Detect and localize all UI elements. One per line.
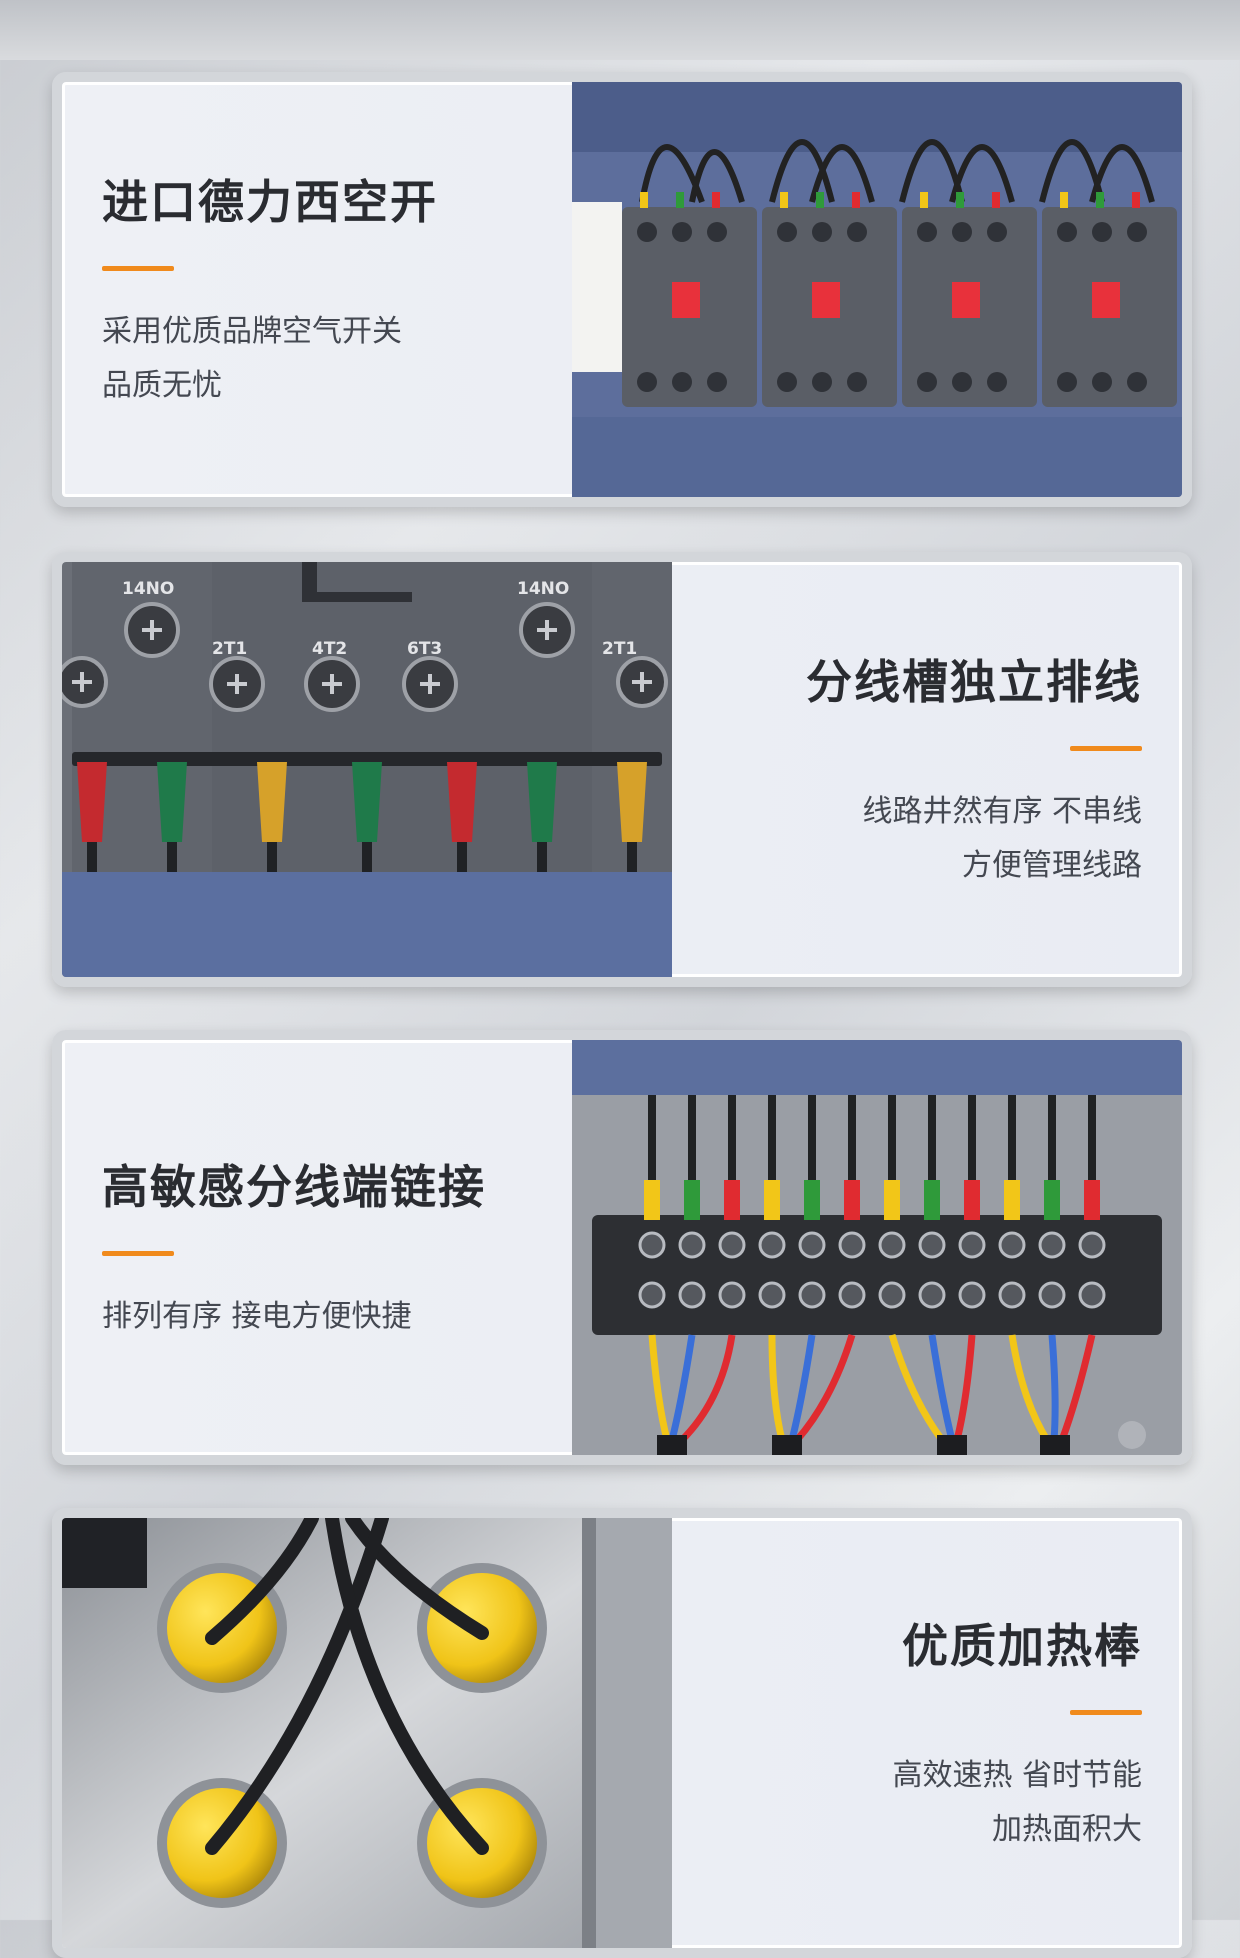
feature-desc-line: 高效速热 省时节能 bbox=[892, 1757, 1142, 1793]
top-background-strip bbox=[0, 0, 1240, 60]
terminal-block-image bbox=[572, 1040, 1182, 1455]
feature-title: 高敏感分线端链接 bbox=[102, 1160, 486, 1214]
accent-bar bbox=[102, 1251, 174, 1256]
accent-bar bbox=[1070, 1709, 1142, 1715]
feature-title: 优质加热棒 bbox=[902, 1618, 1142, 1673]
accent-bar bbox=[1070, 746, 1142, 751]
feature-text-1: 进口德力西空开 采用优质品牌空气开关 品质无忧 bbox=[102, 82, 622, 497]
feature-desc-line: 加热面积大 bbox=[992, 1811, 1142, 1847]
feature-desc-line: 线路井然有序 不串线 bbox=[862, 794, 1142, 829]
feature-desc-line: 品质无忧 bbox=[102, 368, 222, 403]
feature-card-4: 优质加热棒 高效速热 省时节能 加热面积大 bbox=[52, 1508, 1192, 1958]
feature-desc-line: 方便管理线路 bbox=[962, 848, 1142, 883]
terminal-label: 14NO bbox=[517, 579, 569, 599]
terminal-label: 14NO bbox=[122, 579, 174, 599]
terminal-label: 4T2 bbox=[312, 639, 347, 659]
feature-text-2: 分线槽独立排线 线路井然有序 不串线 方便管理线路 bbox=[622, 562, 1142, 977]
terminal-closeup-image: 14NO 2T1 4T2 6T3 14NO 2T1 bbox=[62, 562, 672, 977]
feature-card-1: 进口德力西空开 采用优质品牌空气开关 品质无忧 bbox=[52, 72, 1192, 507]
contactor-image bbox=[572, 82, 1182, 497]
feature-desc-line: 采用优质品牌空气开关 bbox=[102, 314, 402, 349]
feature-text-3: 高敏感分线端链接 排列有序 接电方便快捷 bbox=[102, 1040, 622, 1455]
terminal-label: 2T1 bbox=[212, 639, 247, 659]
feature-desc-line: 排列有序 接电方便快捷 bbox=[102, 1299, 412, 1334]
feature-card-3: 高敏感分线端链接 排列有序 接电方便快捷 bbox=[52, 1030, 1192, 1465]
terminal-label: 6T3 bbox=[407, 639, 442, 659]
terminal-label: 2T1 bbox=[602, 639, 637, 659]
feature-title: 分线槽独立排线 bbox=[806, 655, 1142, 709]
feature-text-4: 优质加热棒 高效速热 省时节能 加热面积大 bbox=[622, 1518, 1142, 1948]
feature-title: 进口德力西空开 bbox=[102, 175, 438, 229]
heater-rod-image bbox=[62, 1518, 672, 1948]
feature-card-2: 14NO 2T1 4T2 6T3 14NO 2T1 bbox=[52, 552, 1192, 987]
accent-bar bbox=[102, 266, 174, 271]
